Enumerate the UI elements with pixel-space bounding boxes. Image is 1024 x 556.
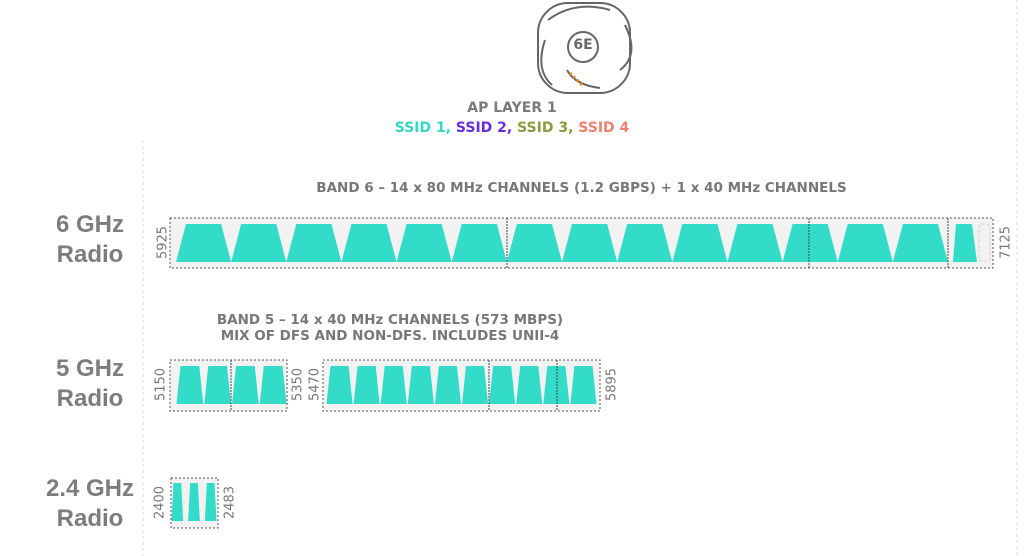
freq-7125: 7125 xyxy=(998,225,1014,260)
channel xyxy=(837,224,893,262)
channel xyxy=(286,224,342,262)
channel xyxy=(326,366,353,404)
channel xyxy=(516,366,543,404)
band-5-title-line2: MIX OF DFS AND NON-DFS. INCLUDES UNII-4 xyxy=(220,328,560,344)
channel xyxy=(782,224,838,262)
channel xyxy=(188,483,200,521)
radio-24ghz-line2: Radio xyxy=(56,505,124,532)
radio-6ghz-line2: Radio xyxy=(56,241,124,268)
channel-40mhz xyxy=(953,224,977,262)
channel xyxy=(727,224,783,262)
unused-channel-slot xyxy=(978,223,991,262)
radio-5ghz-line2: Radio xyxy=(56,385,124,412)
ssid-1: SSID 1, xyxy=(394,120,452,136)
radio-24ghz-line1: 2.4 GHz xyxy=(45,475,135,502)
freq-5470: 5470 xyxy=(307,367,323,402)
radio-label-24ghz: 2.4 GHz Radio xyxy=(30,474,150,534)
channel xyxy=(176,224,232,262)
band-5-title-line1: BAND 5 – 14 x 40 MHz CHANNELS (573 MBPS) xyxy=(216,312,564,328)
ap-layer-title: AP LAYER 1 xyxy=(467,100,557,116)
channel xyxy=(892,224,948,262)
freq-2400: 2400 xyxy=(152,485,168,520)
channel xyxy=(543,366,570,404)
channel xyxy=(451,224,507,262)
radio-label-5ghz: 5 GHz Radio xyxy=(30,354,150,414)
channel xyxy=(506,224,562,262)
freq-5150: 5150 xyxy=(153,367,169,402)
ssid-list: SSID 1, SSID 2, SSID 3, SSID 4 xyxy=(0,120,1024,136)
channel xyxy=(570,366,597,404)
channel xyxy=(462,366,489,404)
channel xyxy=(204,483,217,521)
channel xyxy=(407,366,434,404)
band-6-title: BAND 6 – 14 x 80 MHz CHANNELS (1.2 GBPS)… xyxy=(316,180,847,196)
channel xyxy=(489,366,516,404)
channel xyxy=(259,366,287,404)
freq-5895: 5895 xyxy=(604,367,620,402)
channel xyxy=(176,366,204,404)
ap-badge: 6E xyxy=(573,37,593,53)
channel xyxy=(353,366,380,404)
freq-2483: 2483 xyxy=(222,485,238,520)
channel xyxy=(434,366,461,404)
channel xyxy=(617,224,673,262)
channel xyxy=(380,366,407,404)
ssid-3: SSID 3, xyxy=(517,120,574,136)
channel xyxy=(232,366,259,404)
channel xyxy=(341,224,397,262)
ssid-2: SSID 2, xyxy=(455,120,513,136)
access-point-icon xyxy=(537,2,633,94)
channel xyxy=(171,483,184,521)
ssid-4: SSID 4 xyxy=(578,120,630,136)
radio-6ghz-line1: 6 GHz xyxy=(55,211,124,238)
channel xyxy=(672,224,728,262)
freq-5350: 5350 xyxy=(290,367,306,402)
channel xyxy=(231,224,287,262)
channel xyxy=(396,224,452,262)
radio-label-6ghz: 6 GHz Radio xyxy=(30,210,150,270)
channel xyxy=(562,224,618,262)
freq-5925: 5925 xyxy=(155,225,171,260)
radio-5ghz-line1: 5 GHz xyxy=(55,355,124,382)
channel xyxy=(204,366,231,404)
